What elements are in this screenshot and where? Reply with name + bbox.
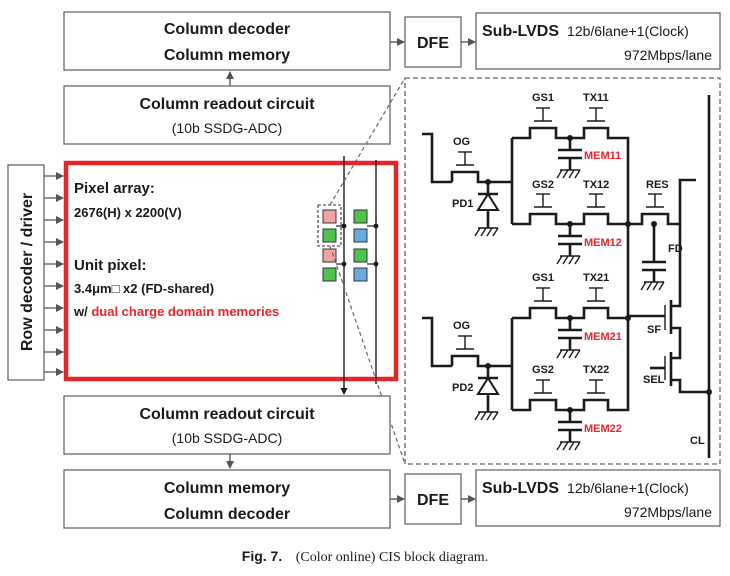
lvds-top-spec2: 972Mbps/lane	[624, 47, 712, 63]
label-mem21: MEM21	[584, 331, 622, 343]
lvds-top-spec1: 12b/6lane+1(Clock)	[567, 23, 689, 39]
label-pd2: PD2	[452, 382, 473, 394]
sub-lvds-bottom-block: Sub-LVDS 12b/6lane+1(Clock) 972Mbps/lane	[475, 469, 721, 527]
caption-text: (Color online) CIS block diagram.	[295, 550, 489, 565]
bottom-readout-title: Column readout circuit	[139, 406, 315, 423]
sub-lvds-top-block: Sub-LVDS 12b/6lane+1(Clock) 972Mbps/lane	[475, 12, 721, 70]
lvds-bottom-title: Sub-LVDS	[482, 480, 559, 497]
label-sf: SF	[647, 324, 661, 336]
memories-highlight: dual charge domain memories	[91, 304, 279, 319]
top-readout-subtitle: (10b SSDG-ADC)	[172, 120, 282, 136]
row-driver-arrows	[44, 172, 64, 376]
pixel-green-3	[353, 209, 368, 224]
bottom-decoder-line1: Column memory	[164, 480, 290, 497]
label-pd1: PD1	[452, 198, 473, 210]
top-decoder-line2: Column memory	[164, 47, 290, 64]
label-gs1-bottom: GS1	[532, 272, 554, 284]
top-readout-title: Column readout circuit	[139, 96, 315, 113]
row-decoder-block: Row decoder / driver	[7, 164, 45, 381]
row-decoder-label: Row decoder / driver	[19, 193, 36, 351]
lvds-bottom-spec2: 972Mbps/lane	[624, 504, 712, 520]
top-column-decoder-block: Column decoder Column memory	[63, 11, 391, 71]
bottom-readout-block: Column readout circuit (10b SSDG-ADC)	[63, 395, 391, 455]
column-lines	[340, 156, 377, 395]
top-readout-block: Column readout circuit (10b SSDG-ADC)	[63, 85, 391, 145]
pixel-green-1	[322, 228, 337, 243]
pixel-array-block: Pixel array: 2676(H) x 2200(V) Unit pixe…	[63, 160, 399, 382]
pixel-blue-1	[353, 228, 368, 243]
dfe-bottom-block: DFE	[404, 473, 462, 525]
pixel-green-4	[353, 248, 368, 263]
pixel-red-2	[322, 248, 337, 263]
figure-caption: Fig. 7. (Color online) CIS block diagram…	[0, 548, 730, 566]
lvds-top-title: Sub-LVDS	[482, 23, 559, 40]
bottom-column-decoder-block: Column memory Column decoder	[63, 469, 391, 529]
bottom-readout-subtitle: (10b SSDG-ADC)	[172, 430, 282, 446]
dfe-top-label: DFE	[417, 35, 449, 52]
svg-text:Sub-LVDS 12b/6lane+1(Clo: Sub-LVDS 12b/6lane+1(Clock)	[482, 23, 689, 40]
pixel-green-2	[322, 267, 337, 282]
label-tx22: TX22	[583, 364, 609, 376]
label-tx11: TX11	[583, 92, 609, 104]
circuit-frame	[404, 77, 721, 465]
caption-label: Fig. 7.	[241, 548, 283, 564]
pixel-circuit-schematic: OG PD1 GS1 TX11 MEM11 GS2 TX12 MEM12 RES…	[404, 77, 721, 465]
pixel-array-title: Pixel array:	[74, 180, 155, 197]
zoom-lines	[329, 77, 406, 465]
memories-prefix: w/	[73, 304, 91, 319]
dfe-top-block: DFE	[404, 16, 462, 68]
label-og-1: OG	[453, 136, 470, 148]
label-gs2-bottom: GS2	[532, 364, 554, 376]
dfe-bottom-label: DFE	[417, 492, 449, 509]
unit-pixel-size: 3.4μm□ x2 (FD-shared)	[74, 281, 214, 296]
label-fd: FD	[668, 243, 683, 255]
svg-text:w/ dual charge domain m: w/ dual charge domain memories	[73, 304, 279, 319]
pixel-squares	[317, 204, 379, 282]
unit-pixel-title: Unit pixel:	[74, 257, 147, 274]
label-cl: CL	[690, 435, 705, 447]
top-decoder-line1: Column decoder	[164, 21, 290, 38]
label-sel: SEL	[643, 374, 665, 386]
label-gs1-top: GS1	[532, 92, 554, 104]
unit-pixel-highlight	[317, 204, 342, 247]
label-mem12: MEM12	[584, 237, 622, 249]
label-mem22: MEM22	[584, 423, 622, 435]
pixel-blue-2	[353, 267, 368, 282]
pixel-red-1	[322, 209, 337, 224]
lvds-bottom-spec1: 12b/6lane+1(Clock)	[567, 480, 689, 496]
label-gs2-top: GS2	[532, 179, 554, 191]
label-og-2: OG	[453, 320, 470, 332]
label-tx21: TX21	[583, 272, 609, 284]
pixel-array-size: 2676(H) x 2200(V)	[74, 205, 182, 220]
svg-text:Sub-LVDS 12b/6lane+1(Clo: Sub-LVDS 12b/6lane+1(Clock)	[482, 480, 689, 497]
bottom-decoder-line2: Column decoder	[164, 506, 290, 523]
label-mem11: MEM11	[584, 150, 621, 162]
label-tx12: TX12	[583, 179, 609, 191]
label-res: RES	[646, 179, 669, 191]
